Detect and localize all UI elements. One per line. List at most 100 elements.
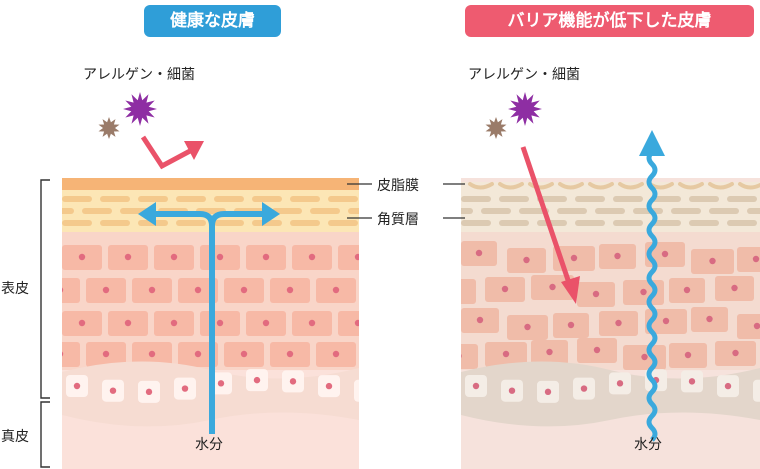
water-label-right: 水分 [634, 437, 662, 453]
corneum-cell [176, 196, 206, 202]
cell-nucleus [709, 257, 716, 265]
cell-nucleus [308, 253, 316, 261]
cell-nucleus [286, 350, 294, 358]
corneum-cell [62, 220, 92, 226]
stratum-corneum-label: 角質層 [377, 212, 419, 228]
corneum-cell [575, 196, 605, 202]
corneum-cell [575, 220, 605, 226]
corneum-cell [613, 220, 643, 226]
deflect-arrow-icon [140, 135, 204, 170]
cell-nucleus [78, 319, 86, 327]
cell-nucleus [523, 256, 530, 264]
cell-nucleus [641, 353, 648, 361]
corneum-cell [651, 220, 681, 226]
cell-nucleus [124, 253, 132, 261]
corneum-cell [348, 208, 359, 214]
penetrate-arrow-icon [520, 146, 580, 304]
corneum-cell [290, 220, 320, 226]
epidermis-cell [737, 247, 760, 272]
cell-nucleus [262, 319, 270, 327]
cell-nucleus [240, 286, 248, 294]
cell-nucleus [580, 385, 588, 392]
cell-nucleus [332, 286, 340, 294]
corneum-cell [519, 208, 549, 214]
corneum-cell [689, 196, 719, 202]
corneum-cell [461, 208, 473, 214]
corneum-cell [613, 196, 643, 202]
epidermis-cell [62, 278, 80, 303]
cell-nucleus [753, 322, 760, 330]
cell-nucleus [181, 385, 189, 392]
cell-nucleus [472, 382, 480, 390]
corneum-cell [100, 220, 130, 226]
corneum-cell [272, 208, 302, 214]
sebum-label: 皮脂膜 [377, 178, 419, 194]
allergen-label-left: アレルゲン・細菌 [83, 67, 195, 83]
epidermis-cell [737, 314, 760, 339]
cell-nucleus [544, 388, 552, 396]
corneum-cell [651, 196, 681, 202]
corneum-cell [727, 196, 757, 202]
cell-nucleus [332, 350, 340, 358]
corneum-cell [671, 208, 701, 214]
cell-nucleus [253, 376, 261, 384]
sebum-flake [588, 182, 614, 190]
cell-nucleus [78, 253, 86, 261]
corneum-cell [537, 196, 567, 202]
healthy-skin-title: 健康な皮膚 [144, 5, 281, 37]
sebum-flake [468, 182, 494, 190]
cell-nucleus [170, 319, 178, 327]
cell-nucleus [102, 286, 110, 294]
sebum-layer [62, 178, 359, 190]
cell-nucleus [454, 288, 460, 294]
corneum-cell [138, 196, 168, 202]
corneum-cell [214, 196, 244, 202]
label-leader-lines [347, 183, 465, 219]
corneum-cell [62, 208, 74, 214]
cell-nucleus [102, 350, 110, 358]
damaged-skin-cross-section [454, 178, 760, 469]
corneum-cell [461, 220, 491, 226]
cell-nucleus [570, 254, 578, 262]
corneum-cell [328, 220, 358, 226]
epidermis-cell [338, 311, 359, 336]
cell-nucleus [476, 316, 484, 324]
cell-nucleus [567, 321, 575, 329]
cell-nucleus [661, 250, 669, 258]
cell-nucleus [731, 284, 738, 292]
cell-nucleus [640, 288, 647, 296]
damaged-stratum-corneum [461, 196, 760, 226]
allergen-large-icon [123, 92, 157, 126]
cell-nucleus [732, 349, 739, 357]
corneum-cell [82, 208, 112, 214]
cell-nucleus [614, 252, 621, 260]
cell-nucleus [616, 380, 624, 387]
corneum-cell [595, 208, 625, 214]
corneum-cell [689, 220, 719, 226]
cell-nucleus [262, 253, 270, 261]
corneum-cell [176, 220, 206, 226]
cell-nucleus [724, 382, 732, 390]
cell-nucleus [354, 253, 359, 261]
cell-nucleus [684, 351, 692, 359]
corneum-cell [709, 208, 739, 214]
cell-nucleus [683, 286, 691, 294]
cell-nucleus [109, 387, 117, 394]
cell-nucleus [502, 350, 510, 358]
water-label-left: 水分 [195, 437, 223, 453]
cell-nucleus [308, 319, 316, 327]
corneum-cell [461, 196, 491, 202]
cell-nucleus [62, 287, 64, 293]
cell-nucleus [194, 350, 202, 358]
corneum-cell [100, 196, 130, 202]
sebum-flake [528, 182, 554, 190]
corneum-cell [214, 220, 244, 226]
corneum-cell [499, 196, 529, 202]
epidermis-cell [461, 279, 476, 304]
corneum-cell [290, 196, 320, 202]
cell-nucleus [240, 350, 248, 358]
cell-nucleus [124, 319, 132, 327]
stratum-corneum-layer [62, 196, 359, 226]
cell-nucleus [501, 285, 509, 293]
